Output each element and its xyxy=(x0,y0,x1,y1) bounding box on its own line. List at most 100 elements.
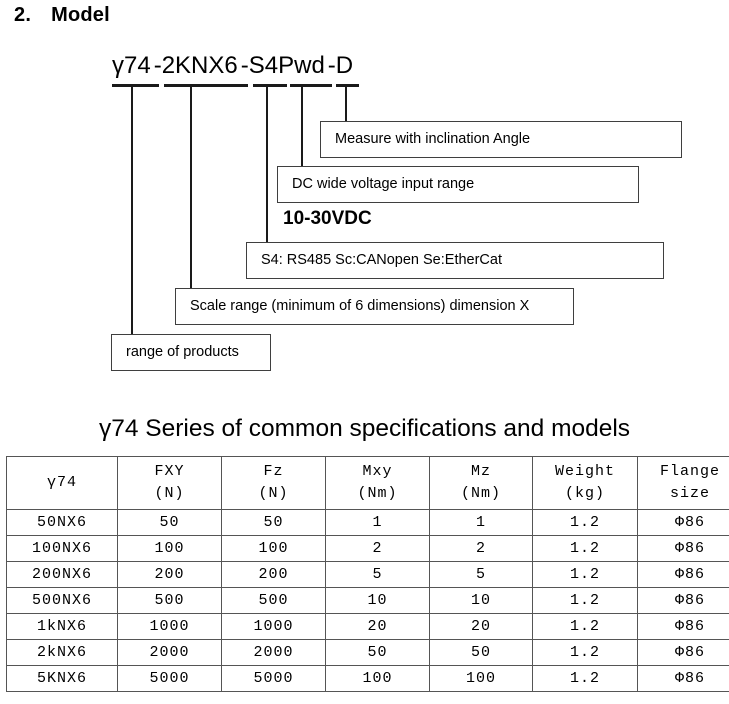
table-cell-r1-c4: 2 xyxy=(429,535,533,562)
table-cell-r3-c5: 1.2 xyxy=(532,587,638,614)
table-header-cell-2: Fz(N) xyxy=(221,456,326,510)
section-number: 2. xyxy=(14,4,32,26)
code-underline-rail-4 xyxy=(336,84,359,87)
table-header-main-3: Mxy xyxy=(362,463,393,481)
table-header-cell-5: Weight (kg) xyxy=(532,456,638,510)
table-cell-r3-c1: 500 xyxy=(117,587,222,614)
table-cell-r5-c1: 2000 xyxy=(117,639,222,666)
table-cell-r3-c4: 10 xyxy=(429,587,533,614)
model-code-string: γ74-2KNX6-S4Pwd-D xyxy=(112,52,356,80)
table-header-cell-1: FXY (N) xyxy=(117,456,222,510)
table-cell-r6-c0: 5KNX6 xyxy=(6,665,118,692)
table-header-cell-6: Flange size xyxy=(637,456,729,510)
leader-line-interface xyxy=(266,86,268,242)
table-cell-r3-c0: 500NX6 xyxy=(6,587,118,614)
table-header-main-5: Weight xyxy=(554,463,615,481)
code-underline-rail-0 xyxy=(112,84,159,87)
table-cell-r0-c1: 50 xyxy=(117,509,222,536)
table-cell-r2-c2: 200 xyxy=(221,561,326,588)
section-title: Model xyxy=(51,4,110,26)
table-cell-r4-c3: 20 xyxy=(325,613,430,640)
table-header-cell-3: Mxy (Nm) xyxy=(325,456,430,510)
model-code-segment-1: -2KNX6 xyxy=(153,52,238,79)
callout-label-dc-range: DC wide voltage input range xyxy=(292,175,475,192)
table-cell-r2-c1: 200 xyxy=(117,561,222,588)
model-code-segment-2: -S4Pwd xyxy=(240,52,325,79)
table-cell-r4-c4: 20 xyxy=(429,613,533,640)
leader-line-scale-range xyxy=(190,86,192,288)
code-underline-rail-1 xyxy=(164,84,248,87)
leader-line-dc-range xyxy=(301,86,303,166)
table-cell-r0-c2: 50 xyxy=(221,509,326,536)
table-cell-r5-c3: 50 xyxy=(325,639,430,666)
page-title: 2. Model xyxy=(14,4,110,27)
callout-label-interface: S4: RS485 Sc:CANopen Se:EtherCat xyxy=(261,251,502,268)
table-cell-r0-c6: Φ86 xyxy=(637,509,729,536)
callout-box-interface: S4: RS485 Sc:CANopen Se:EtherCat xyxy=(246,242,664,279)
table-cell-r6-c2: 5000 xyxy=(221,665,326,692)
code-underline-rail-2 xyxy=(253,84,287,87)
table-cell-r6-c5: 1.2 xyxy=(532,665,638,692)
table-cell-r6-c6: Φ86 xyxy=(637,665,729,692)
callout-box-inclination: Measure with inclination Angle xyxy=(320,121,682,158)
table-cell-r3-c2: 500 xyxy=(221,587,326,614)
voltage-range-label: 10-30VDC xyxy=(283,208,372,229)
table-cell-r2-c6: Φ86 xyxy=(637,561,729,588)
table-cell-r4-c2: 1000 xyxy=(221,613,326,640)
table-cell-r0-c4: 1 xyxy=(429,509,533,536)
table-cell-r1-c0: 100NX6 xyxy=(6,535,118,562)
table-header-cell-4: Mz (Nm) xyxy=(429,456,533,510)
table-cell-r3-c6: Φ86 xyxy=(637,587,729,614)
table-cell-r4-c5: 1.2 xyxy=(532,613,638,640)
table-cell-r1-c5: 1.2 xyxy=(532,535,638,562)
callout-label-scale-range: Scale range (minimum of 6 dimensions) di… xyxy=(190,297,530,314)
table-header-sub-3: (Nm) xyxy=(357,485,398,502)
code-underline-rail-3 xyxy=(290,84,332,87)
table-header-sub-6: size xyxy=(669,485,710,502)
table-cell-r4-c0: 1kNX6 xyxy=(6,613,118,640)
table-cell-r5-c5: 1.2 xyxy=(532,639,638,666)
model-code-segment-0: γ74 xyxy=(112,52,151,79)
callout-label-inclination: Measure with inclination Angle xyxy=(335,130,531,147)
table-cell-r4-c6: Φ86 xyxy=(637,613,729,640)
table-cell-r1-c1: 100 xyxy=(117,535,222,562)
leader-line-inclination xyxy=(345,86,347,121)
table-header-main-6: Flange xyxy=(659,463,720,481)
table-cell-r0-c5: 1.2 xyxy=(532,509,638,536)
table-cell-r5-c6: Φ86 xyxy=(637,639,729,666)
table-cell-r0-c3: 1 xyxy=(325,509,430,536)
table-cell-r6-c1: 5000 xyxy=(117,665,222,692)
table-cell-r6-c4: 100 xyxy=(429,665,533,692)
table-header-sub-1: (N) xyxy=(154,485,185,502)
table-header-main-2: Fz xyxy=(263,463,284,481)
table-cell-r1-c6: Φ86 xyxy=(637,535,729,562)
table-cell-r5-c4: 50 xyxy=(429,639,533,666)
table-cell-r2-c5: 1.2 xyxy=(532,561,638,588)
callout-box-scale-range: Scale range (minimum of 6 dimensions) di… xyxy=(175,288,574,325)
table-header-main-1: FXY xyxy=(154,463,185,481)
table-cell-r3-c3: 10 xyxy=(325,587,430,614)
callout-box-product-range: range of products xyxy=(111,334,271,371)
table-cell-r2-c4: 5 xyxy=(429,561,533,588)
model-code-segment-3: -D xyxy=(327,52,354,79)
table-cell-r6-c3: 100 xyxy=(325,665,430,692)
table-cell-r2-c0: 200NX6 xyxy=(6,561,118,588)
spec-table-title: γ74 Series of common specifications and … xyxy=(98,415,631,442)
callout-label-product-range: range of products xyxy=(126,343,239,360)
table-cell-r1-c2: 100 xyxy=(221,535,326,562)
table-header-sub-5: (kg) xyxy=(564,485,605,502)
table-cell-r0-c0: 50NX6 xyxy=(6,509,118,536)
table-header-sub-4: (Nm) xyxy=(460,485,501,502)
table-cell-r2-c3: 5 xyxy=(325,561,430,588)
table-header-main-4: Mz xyxy=(470,463,491,481)
table-cell-r5-c2: 2000 xyxy=(221,639,326,666)
